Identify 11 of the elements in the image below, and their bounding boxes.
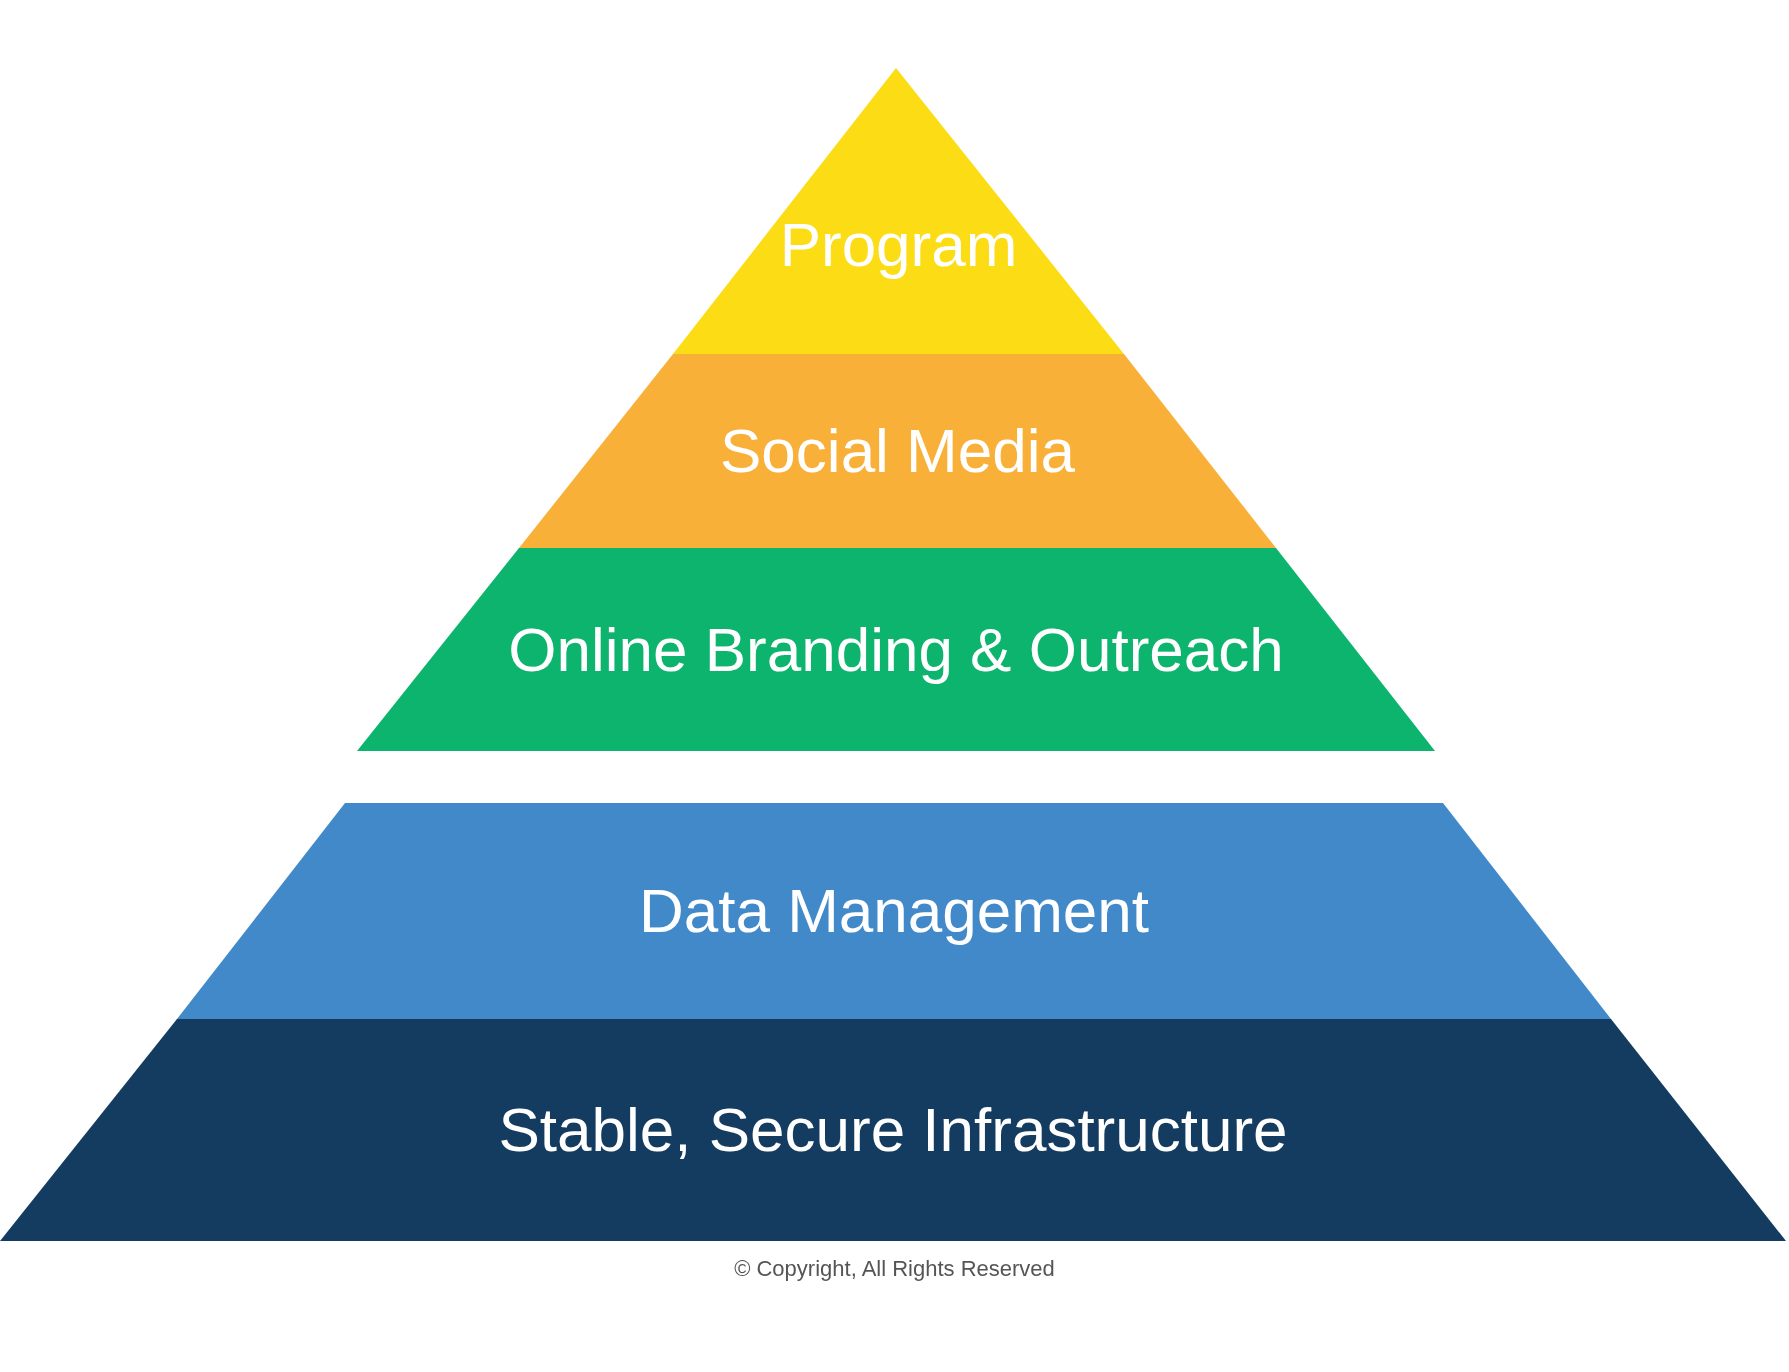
tier-label: Stable, Secure Infrastructure xyxy=(498,1094,1288,1166)
tier-label: Program xyxy=(779,209,1018,282)
tier-label: Social Media xyxy=(720,415,1075,487)
pyramid-tier xyxy=(673,68,1124,354)
pyramid-tier xyxy=(357,548,1435,751)
copyright-note: © Copyright, All Rights Reserved xyxy=(734,1256,1055,1281)
tier-label: Data Management xyxy=(638,875,1150,947)
pyramid-tier xyxy=(177,803,1611,1019)
pyramid-tier xyxy=(0,1019,1786,1241)
tier-label: Online Branding & Outreach xyxy=(508,613,1284,686)
pyramid-tier xyxy=(519,354,1276,548)
